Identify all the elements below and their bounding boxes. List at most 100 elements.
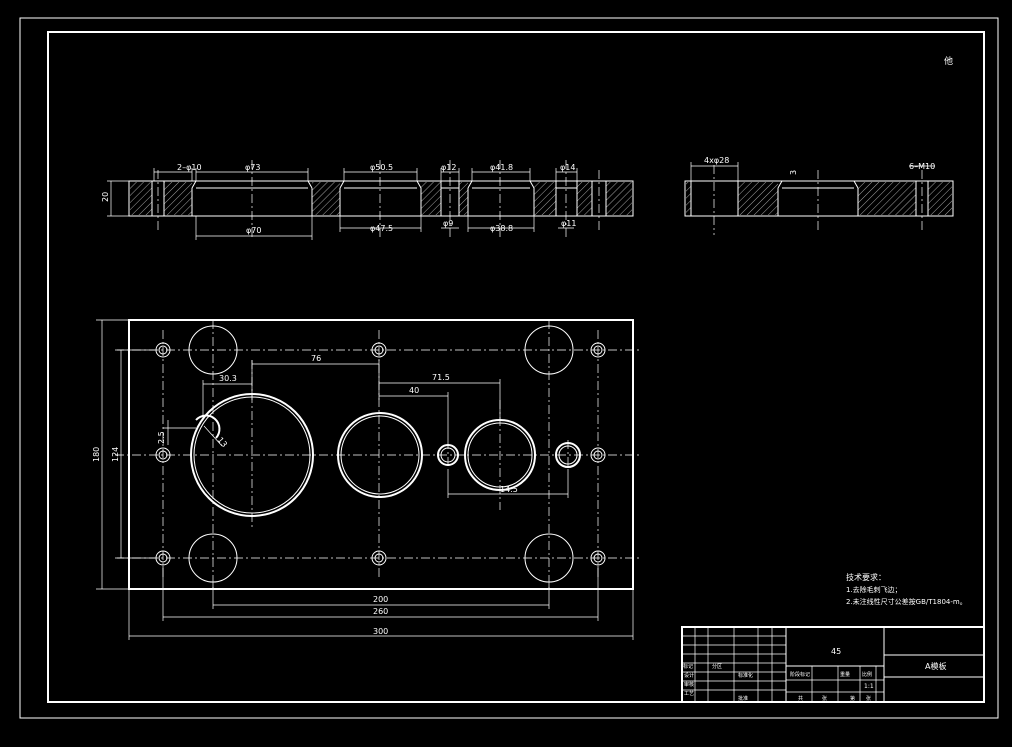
bottom-dim-lines [196,227,574,237]
dim-200-line [212,584,550,609]
hatch-region [577,182,592,215]
dim-phi47-5: φ47.5 [370,224,393,233]
hole-phi28 [188,325,238,375]
hatch-region [928,182,952,215]
dim-124: 124 [111,447,120,462]
cell-review: 审核 [684,681,694,688]
cell-design: 设计 [684,672,694,679]
hole-phi28 [524,533,574,583]
hole-phi11 [558,445,578,465]
hatch-region [534,182,556,215]
dim-depth-3: 3 [789,170,798,175]
dim-71-5-line [379,379,501,420]
cell-sheet: 张 [866,695,871,702]
notes-title: 技术要求： [846,572,886,582]
cell-stage: 阶段标记 [790,671,810,678]
plan-centerlines [115,320,640,592]
cell-sheets: 张 [822,695,827,702]
hatch-region [130,182,152,215]
dim-124-line [117,349,155,559]
section-centerlines [157,160,600,240]
part-name: A模板 [925,661,946,671]
title-block-frame [681,626,985,703]
dim-2-5: 2.5 [157,431,166,444]
hole-walls [151,181,607,216]
notes-line-2: 2.未注线性尺寸公差按GB/T1804-m。 [846,597,967,606]
cell-mark: 标记 [683,663,693,670]
dim-300-line [128,590,634,640]
side-dim-lines [690,162,935,181]
hatch-region [858,182,916,215]
notes-line-1: 1.去除毛刺飞边； [846,585,902,594]
dim-phi41-8: φ41.8 [490,163,513,172]
hatch-region [606,182,632,215]
inner-border [47,31,985,703]
dim-phi12: φ12 [441,163,456,172]
title-block: 标记 分区 设计 标准化 审核 工艺 批准 阶段标记 重量 比例 共 张 第 张… [681,626,985,703]
dim-30-3: 30.3 [219,374,237,383]
dim-2-phi10: 2–φ10 [177,163,202,172]
dim-phi70: φ70 [246,226,261,235]
dim-6-m10: 6–M10 [909,162,935,171]
dim-76: 76 [311,354,321,363]
small-holes [155,342,606,566]
revision-grid [682,627,786,702]
hatch-region [738,182,778,215]
plate-outline [128,319,634,590]
plan-view: 76 30.3 71.5 40 2.5 13 14.5 180 124 200 … [92,319,640,640]
dim-phi38-8: φ38.8 [490,224,513,233]
material: 45 [831,647,841,656]
side-centerlines [713,165,923,235]
cell-no: 第 [850,695,855,702]
dim-40: 40 [409,386,419,395]
hole-phi50-5 [337,412,423,498]
dim-phi9: φ9 [443,219,453,228]
cell-total: 共 [798,695,803,702]
cell-process: 工艺 [684,691,694,697]
dim-phi73: φ73 [245,163,260,172]
hole-phi28 [524,325,574,375]
bottom-dim-ext [195,216,535,240]
dim-180-line [96,319,129,590]
notch-r13 [195,414,221,439]
side-outline [684,180,954,217]
dim-2-5-line [163,420,196,445]
dim-thickness-20: 20 [101,192,110,202]
stage-grid [786,666,884,702]
dim-14-5: 14.5 [500,485,518,494]
section-outline [128,180,634,217]
hatch-region [312,182,340,215]
cell-standard: 标准化 [738,672,753,679]
hole-phi28 [188,533,238,583]
title-block-main-lines [785,627,984,702]
hole-phi14 [555,442,581,468]
technical-notes: 技术要求： 1.去除毛刺飞边； 2.未注线性尺寸公差按GB/T1804-m。 [846,572,967,606]
thickness-dim [107,180,129,217]
dim-phi14: φ14 [560,163,575,172]
hatch-region [421,182,441,215]
hatch-region [164,182,192,215]
cell-zone: 分区 [712,663,722,670]
dim-260-line [162,566,599,621]
dim-phi11: φ11 [561,219,576,228]
dim-4x-phi28: 4xφ28 [704,156,729,165]
corner-mark: 他 [944,55,953,67]
hole-phi47-5 [340,415,420,495]
dim-phi50-5: φ50.5 [370,163,393,172]
dim-260: 260 [373,607,388,616]
side-view: 4xφ28 3 6–M10 [684,156,954,235]
dim-71-5: 71.5 [432,373,450,382]
cell-approve: 批准 [738,695,748,702]
cell-weight: 重量 [840,671,850,678]
counterbores [191,180,577,189]
dim-30-3-line [202,380,252,420]
dim-180: 180 [92,447,101,462]
cell-ratio: 1:1 [864,683,874,690]
dim-14-5-line [447,470,569,498]
hatch-region [686,182,691,215]
dim-r13-leader [203,425,223,447]
hole-phi38-8 [467,422,533,488]
dim-40-line [379,392,449,440]
